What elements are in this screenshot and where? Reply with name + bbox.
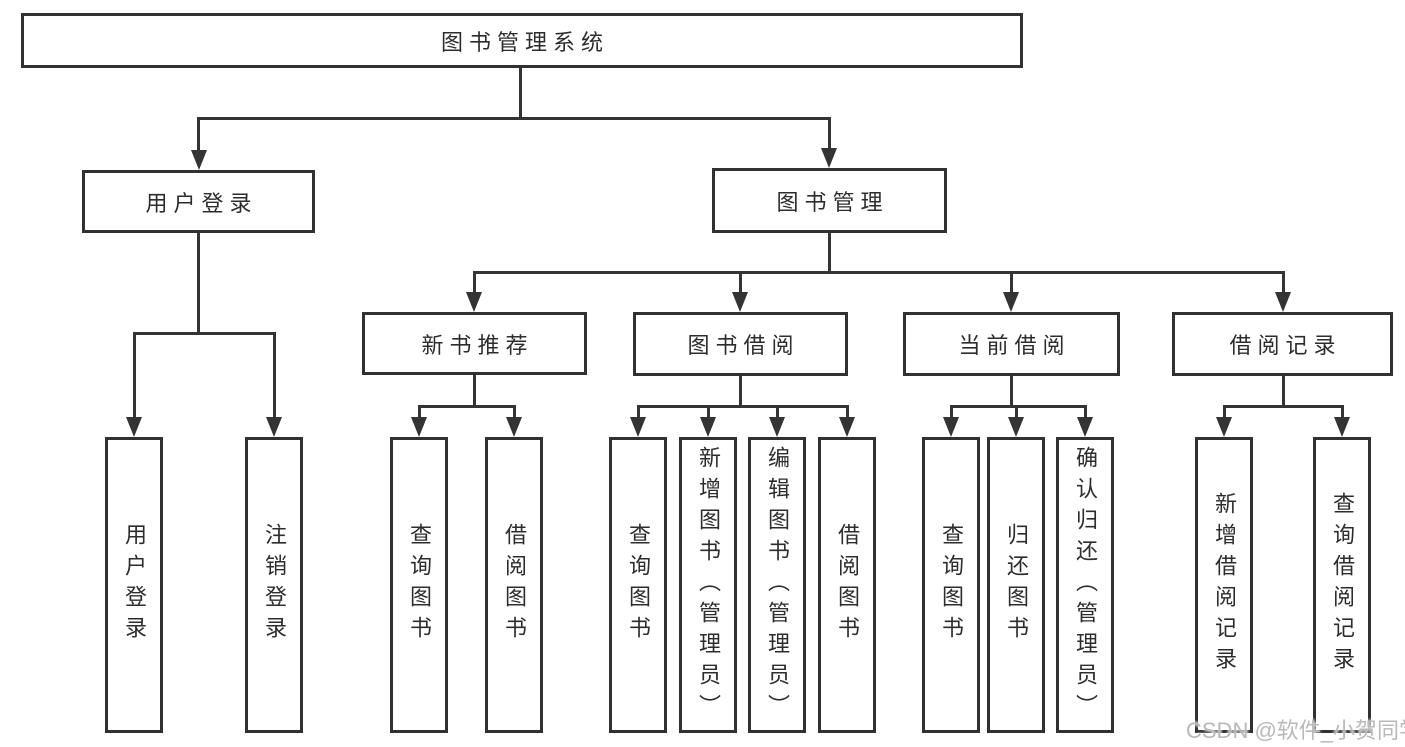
connector-line — [739, 271, 742, 295]
arrowhead-down-icon — [821, 148, 837, 168]
connector-line — [418, 405, 421, 421]
arrowhead-down-icon — [943, 417, 959, 437]
node-new-book-recommend-label: 新书推荐 — [421, 332, 534, 358]
node-book-management: 图书管理 — [712, 168, 947, 233]
node-user-login: 用户登录 — [82, 170, 315, 233]
node-new-book-recommend: 新书推荐 — [362, 312, 587, 375]
leaf-user-login: 用户登录 — [105, 437, 163, 733]
leaf-add-book-admin: 新增图书（管理员） — [679, 437, 737, 733]
connector-line — [1223, 405, 1226, 421]
arrowhead-down-icon — [839, 417, 855, 437]
connector-line — [739, 375, 742, 407]
leaf-confirm-return-admin: 确认归还（管理员） — [1056, 437, 1114, 733]
arrowhead-down-icon — [1334, 417, 1350, 437]
arrowhead-down-icon — [630, 417, 646, 437]
connector-line — [1010, 271, 1013, 295]
node-user-login-label: 用户登录 — [145, 190, 258, 216]
node-book-borrow: 图书借阅 — [633, 312, 848, 376]
node-borrow-record: 借阅记录 — [1172, 312, 1393, 376]
connector-line — [1084, 405, 1087, 421]
connector-line — [197, 117, 831, 120]
node-library-system: 图书管理系统 — [21, 13, 1023, 68]
leaf-query-book-current-label: 查询图书 — [939, 523, 964, 647]
arrowhead-down-icon — [191, 150, 207, 170]
connector-line — [473, 271, 476, 295]
node-library-system-label: 图书管理系统 — [440, 29, 609, 55]
node-current-borrow-label: 当前借阅 — [958, 333, 1071, 358]
connector-line — [637, 405, 640, 421]
node-current-borrow: 当前借阅 — [903, 312, 1120, 376]
connector-line — [1341, 405, 1344, 421]
arrowhead-down-icon — [1008, 417, 1024, 437]
leaf-query-book-borrow: 查询图书 — [609, 437, 667, 733]
leaf-edit-book-admin: 编辑图书（管理员） — [748, 437, 806, 733]
arrowhead-down-icon — [700, 417, 716, 437]
connector-line — [776, 405, 779, 421]
leaf-add-book-admin-label: 新增图书（管理员） — [696, 445, 721, 725]
leaf-return-book: 归还图书 — [987, 437, 1045, 733]
connector-line — [273, 332, 276, 420]
leaf-confirm-return-admin-label: 确认归还（管理员） — [1073, 445, 1098, 725]
connector-line — [473, 271, 1284, 274]
connector-line — [1015, 405, 1018, 421]
arrowhead-down-icon — [126, 417, 142, 437]
arrowhead-down-icon — [1003, 292, 1019, 312]
arrowhead-down-icon — [411, 417, 427, 437]
connector-line — [950, 405, 953, 421]
leaf-borrow-book: 借阅图书 — [818, 437, 876, 733]
connector-line — [828, 233, 831, 274]
connector-line — [133, 332, 136, 420]
leaf-return-book-label: 归还图书 — [1004, 523, 1029, 647]
connector-line — [1282, 375, 1285, 407]
arrowhead-down-icon — [466, 292, 482, 312]
connector-line — [513, 405, 516, 421]
leaf-user-login-label: 用户登录 — [122, 523, 147, 647]
connector-line — [418, 405, 516, 408]
leaf-edit-book-admin-label: 编辑图书（管理员） — [765, 445, 790, 725]
connector-line — [197, 233, 200, 334]
connector-line — [828, 117, 831, 151]
leaf-query-book-recommend: 查询图书 — [390, 437, 448, 733]
arrowhead-down-icon — [266, 417, 282, 437]
leaf-query-borrow-record-label: 查询借阅记录 — [1330, 492, 1355, 678]
connector-line — [197, 117, 200, 153]
leaf-query-book-current: 查询图书 — [922, 437, 980, 733]
leaf-add-borrow-record-label: 新增借阅记录 — [1212, 492, 1237, 678]
leaf-borrow-book-recommend-label: 借阅图书 — [502, 523, 527, 647]
connector-line — [133, 332, 276, 335]
connector-line — [473, 375, 476, 407]
leaf-query-book-recommend-label: 查询图书 — [407, 523, 432, 647]
arrowhead-down-icon — [1077, 417, 1093, 437]
node-book-borrow-label: 图书借阅 — [687, 333, 800, 358]
connector-line — [846, 405, 849, 421]
arrowhead-down-icon — [506, 417, 522, 437]
node-book-management-label: 图书管理 — [776, 189, 889, 215]
arrowhead-down-icon — [732, 292, 748, 312]
leaf-query-borrow-record: 查询借阅记录 — [1313, 437, 1371, 733]
leaf-borrow-book-label: 借阅图书 — [835, 523, 860, 647]
node-borrow-record-label: 借阅记录 — [1229, 333, 1342, 358]
arrowhead-down-icon — [1216, 417, 1232, 437]
arrowhead-down-icon — [769, 417, 785, 437]
arrowhead-down-icon — [1275, 292, 1291, 312]
connector-line — [707, 405, 710, 421]
csdn-watermark: CSDN @软件_小贺同学 — [1186, 718, 1405, 743]
leaf-query-book-borrow-label: 查询图书 — [626, 523, 651, 647]
connector-line — [519, 68, 522, 120]
connector-line — [637, 405, 849, 408]
connector-line — [950, 405, 1087, 408]
connector-line — [1282, 271, 1285, 295]
leaf-logout: 注销登录 — [245, 437, 303, 733]
connector-line — [1010, 375, 1013, 407]
connector-line — [1223, 405, 1344, 408]
leaf-borrow-book-recommend: 借阅图书 — [485, 437, 543, 733]
leaf-logout-label: 注销登录 — [262, 523, 287, 647]
leaf-add-borrow-record: 新增借阅记录 — [1195, 437, 1253, 733]
